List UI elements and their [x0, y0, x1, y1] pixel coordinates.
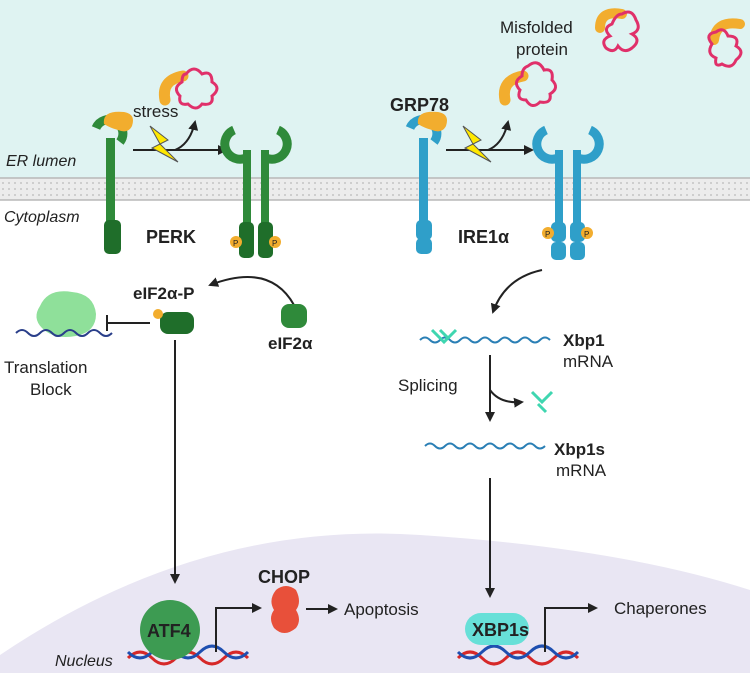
- perk-dimer: [220, 125, 292, 258]
- eif2a-phosphorylation-arrow: [208, 276, 295, 306]
- misfolded-protein-1: [595, 8, 640, 53]
- chaperones-label: Chaperones: [614, 599, 707, 618]
- lightning-icon-perk: [149, 125, 179, 163]
- ire1a-to-xbp1-arrow: [490, 269, 543, 314]
- grp78-on-perk: [103, 111, 133, 132]
- ribosome: [36, 291, 96, 337]
- apoptosis-label: Apoptosis: [344, 600, 419, 619]
- atf4-protein: [140, 600, 200, 660]
- eif2a-p-protein: [153, 309, 194, 334]
- splicing-label: Splicing: [398, 376, 458, 395]
- dna-right-blue: [456, 644, 580, 660]
- chop-label: CHOP: [258, 567, 310, 587]
- lightning-icon-ire1a: [462, 125, 492, 163]
- spliced-intron: [530, 390, 554, 414]
- block-label: Block: [30, 380, 72, 399]
- perk-phospho-left: P: [233, 239, 238, 248]
- xbp1s-protein: [465, 613, 529, 645]
- eif2a-protein: [281, 304, 307, 328]
- er-lumen-label: ER lumen: [6, 153, 76, 170]
- misfolded-protein-3: [498, 61, 557, 107]
- ire1a-phospho-right: P: [584, 230, 589, 239]
- misfolded-protein-2: [707, 18, 745, 68]
- dna-right-red: [456, 650, 580, 666]
- grp78-release-arrow-ire1a: [487, 120, 512, 151]
- eif2a-label: eIF2α: [268, 334, 313, 353]
- intron-release-arrow: [489, 389, 524, 408]
- cytoplasm-label: Cytoplasm: [4, 209, 80, 226]
- xbp1s-mrna-label: mRNA: [556, 461, 607, 480]
- chop-protein: [271, 586, 299, 633]
- xbp1-intron: [430, 328, 458, 345]
- xbp1-mrna-label: mRNA: [563, 352, 614, 371]
- nucleus-label: Nucleus: [55, 653, 113, 670]
- perk-phospho-right: P: [272, 239, 277, 248]
- atf4-label: ATF4: [147, 621, 191, 641]
- ire1a-monomer: [405, 115, 442, 254]
- grp78-release-arrow-perk: [174, 120, 199, 151]
- ire1a-label: IRE1α: [458, 227, 509, 247]
- grp78-on-ire1a: [417, 111, 447, 132]
- misfolded-protein-4: [158, 67, 219, 110]
- xbp1s-transcription-arrow: [544, 603, 598, 652]
- dna-left-blue: [126, 644, 250, 660]
- perk-label: PERK: [146, 227, 196, 247]
- misfolded-protein-label-line2: protein: [516, 40, 568, 59]
- xbp1-label: Xbp1: [563, 331, 605, 350]
- ire1a-dimer: [532, 125, 604, 260]
- translation-label: Translation: [4, 358, 87, 377]
- translation-mrna: [15, 329, 113, 337]
- atf4-transcription-arrow: [215, 603, 262, 652]
- xbp1s-protein-label: XBP1s: [472, 620, 529, 640]
- xbp1s-mrna: [424, 442, 546, 450]
- xbp1s-label: Xbp1s: [554, 440, 605, 459]
- stress-label: stress: [133, 102, 178, 121]
- grp78-label: GRP78: [390, 95, 449, 115]
- eif2a-p-label: eIF2α-P: [133, 284, 194, 303]
- misfolded-protein-label-line1: Misfolded: [500, 18, 573, 37]
- er-lumen-region: [0, 0, 750, 178]
- ire1a-phospho-left: P: [545, 230, 550, 239]
